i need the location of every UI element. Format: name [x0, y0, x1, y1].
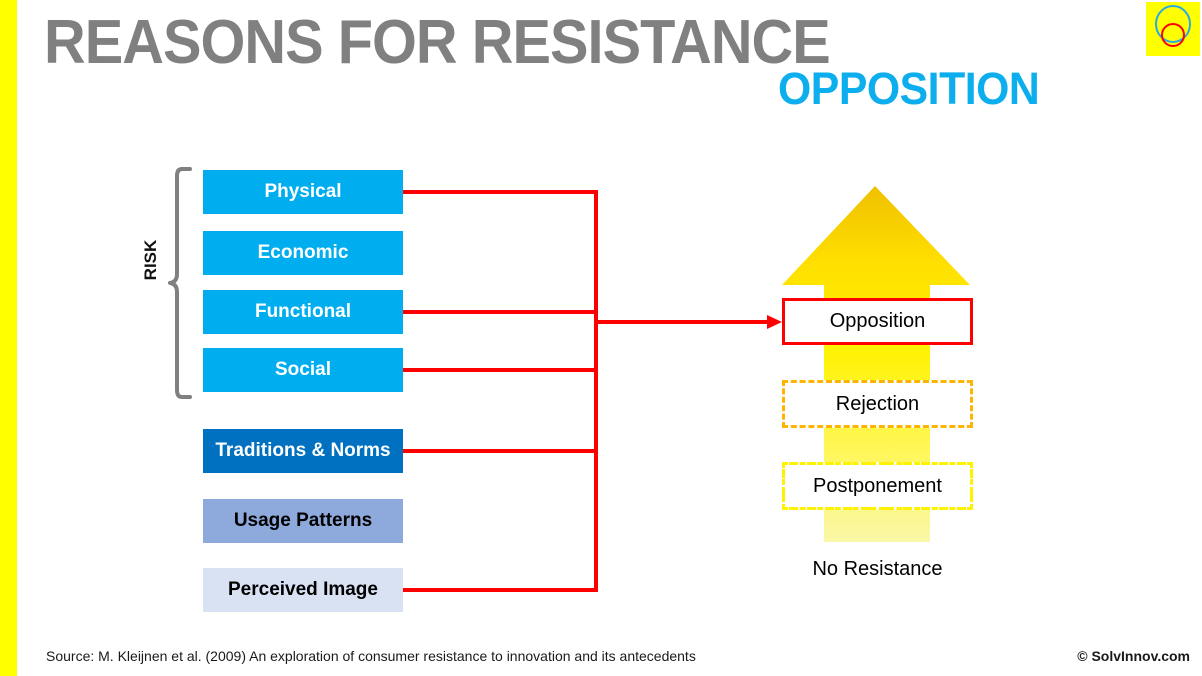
factor-label: Physical: [264, 181, 342, 202]
factor-label: Usage Patterns: [233, 510, 373, 531]
page-subtitle: OPPOSITION: [778, 63, 1040, 114]
page-title: REASONS FOR RESISTANCE: [44, 8, 831, 77]
outcome-box-rejection[interactable]: Rejection: [782, 380, 973, 428]
risk-brace-icon: [168, 166, 196, 400]
copyright-notice: © SolvInnov.com: [1077, 648, 1190, 664]
resistance-arrow: [770, 180, 985, 550]
factor-label: Economic: [257, 242, 349, 263]
logo-circles-icon: [1155, 5, 1191, 47]
factor-label: Perceived Image: [228, 579, 378, 600]
source-citation: Source: M. Kleijnen et al. (2009) An exp…: [46, 648, 696, 664]
factor-box[interactable]: Economic: [203, 231, 403, 275]
factor-box[interactable]: Traditions & Norms: [203, 429, 403, 473]
factor-label: Social: [275, 359, 331, 380]
outcome-box-opposition[interactable]: Opposition: [782, 298, 973, 345]
factor-box[interactable]: Usage Patterns: [203, 499, 403, 543]
factor-box[interactable]: Perceived Image: [203, 568, 403, 612]
outcome-box-no-resistance[interactable]: No Resistance: [782, 552, 973, 586]
factor-box[interactable]: Physical: [203, 170, 403, 214]
outcome-label-rejection: Rejection: [835, 392, 920, 415]
outcome-box-postponement[interactable]: Postponement: [782, 462, 973, 510]
outcome-label-opposition: Opposition: [829, 310, 926, 332]
outcome-label-postponement: Postponement: [813, 474, 942, 497]
factor-label: Traditions & Norms: [215, 440, 391, 461]
left-accent-stripe: [0, 0, 17, 676]
solvinnov-logo: [1146, 2, 1200, 56]
factor-box[interactable]: Social: [203, 348, 403, 392]
factor-label: Functional: [254, 301, 352, 322]
factor-box[interactable]: Functional: [203, 290, 403, 334]
outcome-label-no-resistance: No Resistance: [812, 557, 943, 580]
